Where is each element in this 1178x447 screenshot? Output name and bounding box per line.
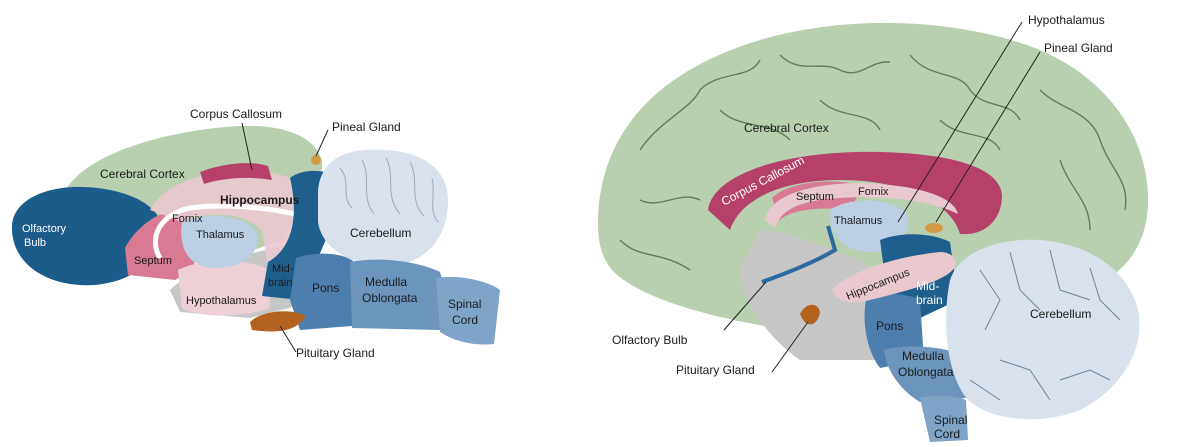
- left-label-spinal-line2: Cord: [452, 313, 478, 327]
- left-label-cerebellum: Cerebellum: [350, 226, 411, 240]
- left-label-corpus-callosum: Corpus Callosum: [190, 107, 282, 121]
- left-leader-pituitary: [280, 326, 296, 352]
- left-label-medulla-line2: Oblongata: [362, 291, 418, 305]
- right-label-spinal-line2: Cord: [934, 427, 960, 441]
- left-label-medulla-line1: Medulla: [365, 275, 407, 289]
- right-label-midbrain-line2: brain: [916, 293, 943, 307]
- right-label-midbrain-line1: Mid-: [916, 279, 939, 293]
- left-label-spinal-line1: Spinal: [448, 297, 481, 311]
- left-label-hypothalamus: Hypothalamus: [186, 295, 257, 307]
- right-label-septum: Septum: [796, 191, 834, 203]
- left-label-thalamus: Thalamus: [196, 229, 245, 241]
- left-label-midbrain-line2: brain: [268, 277, 292, 289]
- left-label-olfactory-bulb-line1: Olfactory: [22, 223, 67, 235]
- right-label-pons: Pons: [876, 319, 903, 333]
- right-pineal-gland-region: [925, 223, 943, 233]
- right-label-thalamus: Thalamus: [834, 215, 883, 227]
- left-cerebellum-region: [318, 150, 448, 266]
- left-hypothalamus-region: [178, 261, 270, 316]
- left-label-pons: Pons: [312, 281, 339, 295]
- right-label-fornix: Fornix: [858, 186, 889, 198]
- right-label-spinal-line1: Spinal: [934, 413, 967, 427]
- left-label-pineal-gland: Pineal Gland: [332, 120, 401, 134]
- right-label-hypothalamus: Hypothalamus: [1028, 13, 1105, 27]
- right-cerebellum-region: [946, 240, 1139, 419]
- left-leader-pineal: [316, 130, 328, 156]
- right-brain-diagram: Hypothalamus Pineal Gland Cerebral Corte…: [598, 13, 1148, 442]
- left-label-olfactory-bulb-line2: Bulb: [24, 237, 46, 249]
- right-label-cerebral-cortex: Cerebral Cortex: [744, 121, 829, 135]
- left-label-hippocampus: Hippocampus: [220, 193, 300, 207]
- left-pineal-gland-region: [311, 155, 321, 165]
- left-label-fornix: Fornix: [172, 213, 203, 225]
- left-label-midbrain-line1: Mid-: [272, 263, 294, 275]
- right-label-pineal-gland: Pineal Gland: [1044, 41, 1113, 55]
- right-label-medulla-line2: Oblongata: [898, 365, 954, 379]
- left-brain-diagram: Corpus Callosum Pineal Gland Cerebral Co…: [12, 107, 500, 360]
- right-label-olfactory-bulb: Olfactory Bulb: [612, 333, 688, 347]
- right-label-pituitary-gland: Pituitary Gland: [676, 363, 755, 377]
- left-label-cerebral-cortex: Cerebral Cortex: [100, 167, 185, 181]
- right-label-cerebellum: Cerebellum: [1030, 307, 1091, 321]
- left-label-pituitary-gland: Pituitary Gland: [296, 346, 375, 360]
- right-label-medulla-line1: Medulla: [902, 349, 944, 363]
- left-label-septum: Septum: [134, 255, 172, 267]
